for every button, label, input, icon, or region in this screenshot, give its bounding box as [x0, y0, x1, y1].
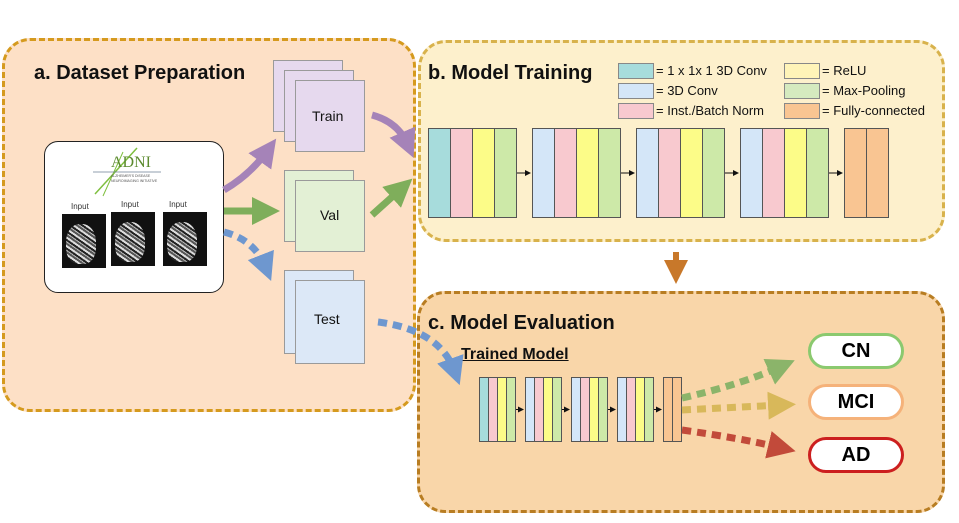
train-net-block3-pool-layer [702, 128, 725, 218]
train-net-block1-pool-layer [494, 128, 517, 218]
arrow-test-to-model [377, 318, 464, 386]
eval-net-block3-pool-layer [598, 377, 608, 442]
legend-swatch-max-pooling [784, 83, 820, 99]
panel-a-title: a. Dataset Preparation [34, 62, 246, 84]
mri-volume-1 [62, 214, 106, 268]
arrow-train-to-model [370, 111, 416, 158]
legend-swatch-3d-conv [618, 83, 654, 99]
train-net-block5-fc-layer [866, 128, 889, 218]
arrow-to-cn [681, 359, 795, 402]
output-mci: MCI [808, 384, 904, 420]
legend-swatch-norm [618, 103, 654, 119]
eval-net-block5-fc-layer [672, 377, 682, 442]
arrow-val-to-model [369, 178, 413, 218]
legend-label-max-pooling: = Max-Pooling [822, 83, 906, 98]
legend-swatch-relu [784, 63, 820, 79]
panel-b-title: b. Model Training [428, 62, 593, 84]
legend-swatch-fully-connected [784, 103, 820, 119]
adni-logo-icon [93, 147, 161, 197]
eval-net-block4-pool-layer [644, 377, 654, 442]
mri-volume-2 [111, 212, 155, 266]
network-connector-arrows [516, 170, 843, 413]
arrow-to-ad [681, 426, 796, 459]
eval-net-block2-pool-layer [552, 377, 562, 442]
trained-model-label: Trained Model [461, 346, 569, 363]
legend-label-1x1x1-conv: = 1 x 1x 1 3D Conv [656, 63, 767, 78]
arrow-to-train [222, 138, 277, 194]
train-net-block4-pool-layer [806, 128, 829, 218]
arrow-to-test [223, 228, 274, 282]
eval-net-block1-pool-layer [506, 377, 516, 442]
test-label: Test [314, 311, 340, 327]
val-label: Val [320, 207, 340, 223]
adni-dataset-card: ADNI ALZHEIMER'S DISEASE NEUROIMAGING IN… [44, 141, 224, 293]
mri-volume-3 [163, 212, 207, 266]
train-label: Train [312, 108, 344, 124]
panel-c-title: c. Model Evaluation [428, 312, 615, 334]
adni-logo-text: ADNI [111, 154, 151, 171]
input-label-3: Input [169, 200, 187, 209]
output-ad: AD [808, 437, 904, 473]
legend-label-relu: = ReLU [822, 63, 867, 78]
legend-label-fully-connected: = Fully-connected [822, 103, 925, 118]
output-cn: CN [808, 333, 904, 369]
legend-swatch-1x1x1-conv [618, 63, 654, 79]
adni-logo-subtitle: ALZHEIMER'S DISEASE NEUROIMAGING INITIAT… [111, 174, 158, 183]
input-label-2: Input [121, 200, 139, 209]
input-label-1: Input [71, 202, 89, 211]
train-net-block2-pool-layer [598, 128, 621, 218]
legend-label-norm: = Inst./Batch Norm [656, 103, 765, 118]
arrow-to-mci [681, 391, 796, 420]
legend-label-3d-conv: = 3D Conv [656, 83, 718, 98]
